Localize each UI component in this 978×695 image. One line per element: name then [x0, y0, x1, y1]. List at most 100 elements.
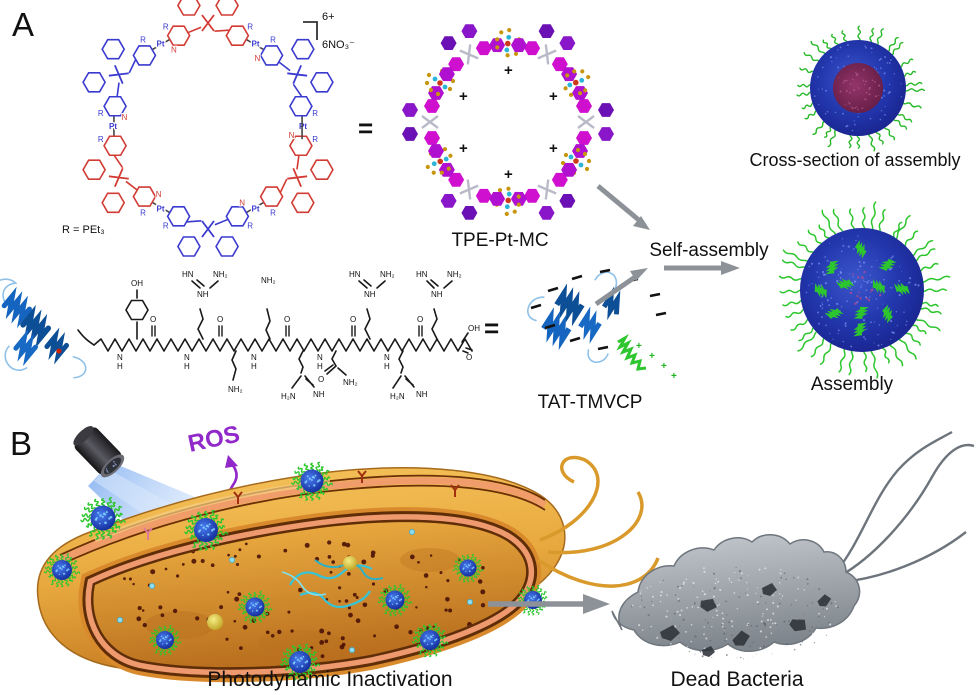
- surface-receptors: [143, 470, 460, 540]
- membrane-dots: [117, 529, 473, 653]
- membrane-band: [58, 477, 547, 564]
- svg-text:OH: OH: [468, 324, 480, 333]
- cross-section-sphere: [796, 25, 926, 152]
- membrane-cross-section: [78, 507, 541, 683]
- flashlight-icon: [73, 426, 125, 478]
- self-assembly-arrows: [594, 184, 740, 307]
- tat-tmvcp-label: TAT-TMVCP: [538, 392, 643, 413]
- atom-label: Pt: [109, 122, 117, 131]
- svg-text:NH₂: NH₂: [228, 385, 243, 394]
- atom-label: R: [140, 36, 146, 45]
- svg-text:H: H: [251, 362, 257, 371]
- dead-bacteria-body: [611, 534, 861, 652]
- atom-label: N: [122, 113, 128, 122]
- svg-text:NH₂: NH₂: [261, 276, 276, 285]
- peg-corona: [796, 25, 926, 152]
- panel-a-label: A: [12, 6, 34, 43]
- bacterium-illustration: [36, 455, 660, 683]
- svg-text:H: H: [317, 362, 323, 371]
- atom-label: R: [247, 23, 253, 32]
- svg-text:O: O: [318, 375, 324, 384]
- dead-texture-dark: [630, 566, 839, 660]
- positive-charge-marks: + + + +: [636, 341, 677, 382]
- panel-b-label: B: [10, 425, 32, 462]
- svg-text:HN: HN: [349, 270, 361, 279]
- svg-text:NH₂: NH₂: [447, 270, 462, 279]
- dead-bacteria-caption: Dead Bacteria: [670, 668, 803, 691]
- svg-text:HN: HN: [182, 270, 194, 279]
- protein-ribbon: [0, 278, 87, 379]
- charge-annotation: 6+ 6NO₃⁻: [303, 11, 355, 51]
- svg-text:N: N: [384, 353, 390, 362]
- plus-charge: +: [549, 88, 558, 105]
- tat-peptide-tail: [616, 334, 647, 371]
- dead-bacteria-illustration: [611, 430, 975, 660]
- svg-text:N: N: [251, 353, 257, 362]
- dead-bacteria-flagella: [835, 430, 975, 584]
- pdi-caption: Photodynamic Inactivation: [207, 668, 452, 691]
- counterion-label: 6NO₃⁻: [322, 39, 355, 51]
- carbonyl-groups: [151, 325, 423, 337]
- tpe-pt-mc-label: TPE-Pt-MC: [451, 230, 548, 251]
- equals-sign-2: =: [484, 313, 499, 343]
- svg-text:H₂N: H₂N: [281, 392, 296, 401]
- svg-text:+: +: [649, 351, 655, 362]
- dead-bacteria-holes: [660, 583, 832, 657]
- amide-labels: NH NH NH NH NH: [117, 353, 390, 371]
- svg-text:NH₂: NH₂: [213, 270, 228, 279]
- result-arrow: [488, 594, 610, 614]
- plus-charge: +: [459, 88, 468, 105]
- atom-label: R: [163, 221, 169, 230]
- svg-text:+: +: [661, 361, 667, 372]
- tpe-pt-mc-model: + + + + + +: [402, 4, 614, 241]
- atom-label: Pt: [157, 40, 165, 49]
- o-label: O: [417, 315, 423, 324]
- svg-text:NH: NH: [197, 290, 209, 299]
- o-label: O: [350, 315, 356, 324]
- svg-text:H: H: [384, 362, 390, 371]
- tat-tmvcp-model: + + + +: [527, 268, 677, 382]
- plus-charge: +: [504, 166, 513, 183]
- svg-text:+: +: [636, 341, 642, 352]
- ros-label: ROS: [186, 421, 242, 458]
- atom-label: R: [247, 221, 253, 230]
- atom-label: R: [312, 135, 318, 144]
- peptide-backbone: [93, 338, 473, 352]
- plus-charge: +: [504, 62, 513, 79]
- cross-section-caption: Cross-section of assembly: [749, 150, 960, 170]
- assembly-sphere: [778, 201, 951, 379]
- atom-label: R: [163, 23, 169, 32]
- svg-text:NH: NH: [364, 290, 376, 299]
- o-label: O: [217, 315, 223, 324]
- plus-charge: +: [549, 140, 558, 157]
- svg-text:HN: HN: [416, 270, 428, 279]
- svg-text:NH: NH: [416, 390, 428, 399]
- side-chains: [125, 279, 473, 389]
- svg-text:NH₂: NH₂: [380, 270, 395, 279]
- positive-charge-labels: + + + + + +: [459, 62, 558, 183]
- svg-text:N: N: [117, 353, 123, 362]
- svg-text:OH: OH: [131, 279, 143, 288]
- svg-text:O: O: [466, 353, 472, 362]
- atom-label: R: [270, 208, 276, 217]
- svg-text:NH: NH: [431, 290, 443, 299]
- negative-charge-marks: [530, 268, 667, 351]
- inclusion-sphere: [207, 614, 223, 630]
- o-label: O: [150, 315, 156, 324]
- assembly-caption: Assembly: [811, 374, 894, 395]
- svg-text:+: +: [671, 371, 677, 382]
- atom-label: Pt: [252, 40, 260, 49]
- svg-text:NH: NH: [313, 390, 325, 399]
- atom-label: N: [239, 199, 245, 208]
- atom-label: Pt: [157, 204, 165, 213]
- svg-text:H: H: [184, 362, 190, 371]
- svg-text:N: N: [184, 353, 190, 362]
- o-label: O: [284, 315, 290, 324]
- svg-text:N: N: [317, 353, 323, 362]
- bracket: [303, 21, 318, 40]
- atom-label: Pt: [252, 204, 260, 213]
- svg-text:H₂N: H₂N: [390, 392, 405, 401]
